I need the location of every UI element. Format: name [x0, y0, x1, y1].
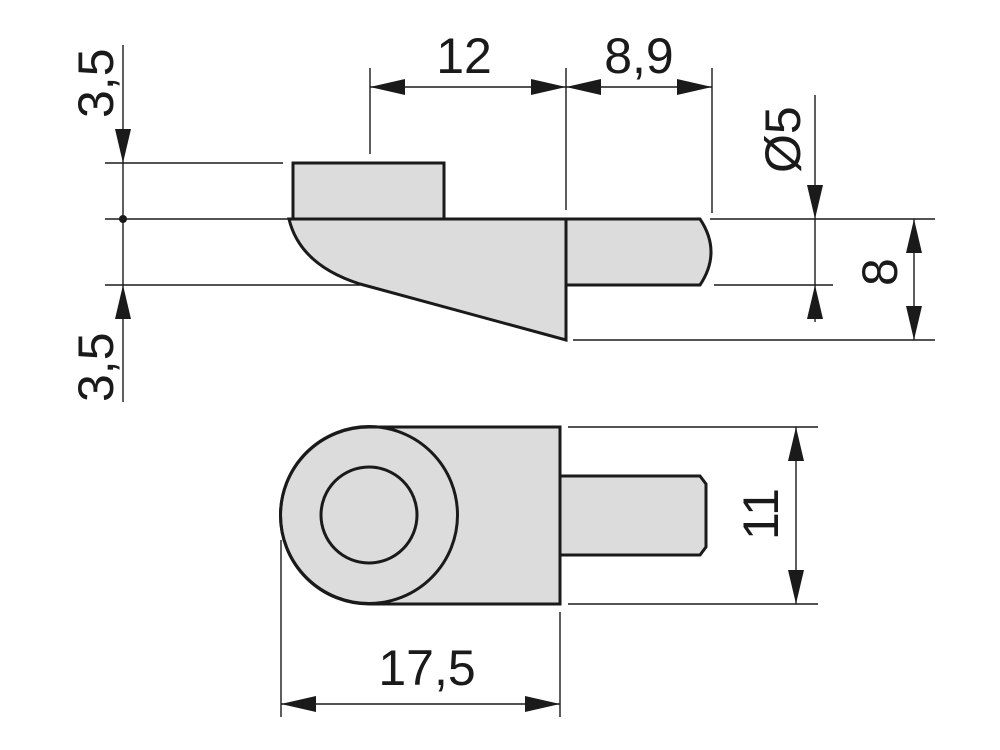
dimension-arrow [531, 79, 566, 95]
total-length-dimension: 17,5 [281, 640, 560, 712]
height-lower-label: 3,5 [68, 332, 124, 402]
dimension-arrow [788, 427, 804, 461]
side-view-body [287, 217, 568, 342]
dimension-arrow [807, 285, 823, 319]
top-view-boss-circle [279, 425, 459, 605]
side-view-top-tab [291, 161, 446, 221]
width-dimension: 11 [733, 427, 804, 604]
total-length-label: 17,5 [378, 640, 475, 696]
side-view-extension-lines [105, 68, 935, 341]
height-dimension: 3,5 3,5 [68, 45, 131, 402]
dimension-arrow [115, 285, 131, 319]
dimension-arrow [370, 79, 405, 95]
dimension-arrow [807, 185, 823, 219]
dimension-arrow [525, 696, 560, 712]
top-view [279, 425, 708, 606]
pin-offset-label: 8 [852, 258, 908, 286]
length-dimensions: 12 8,9 [370, 28, 712, 95]
pin-offset-dimension: 8 [852, 219, 922, 340]
dimension-arrow [566, 79, 601, 95]
dimension-arrow [115, 129, 131, 163]
top-view-pin [557, 474, 708, 557]
dimension-arrow [906, 219, 922, 253]
dimension-arrow [906, 306, 922, 340]
width-label: 11 [733, 488, 789, 540]
dimension-arrow [677, 79, 712, 95]
length-pin-label: 8,9 [604, 28, 674, 84]
length-top-label: 12 [436, 28, 492, 84]
pin-diameter-label: Ø5 [755, 106, 811, 173]
dimension-arrow [788, 570, 804, 604]
dimension-dot [119, 215, 127, 223]
dimension-arrow [281, 696, 316, 712]
top-view-hole-circle [319, 465, 419, 565]
height-upper-label: 3,5 [68, 48, 124, 118]
side-view-pin [564, 217, 713, 287]
side-view [287, 161, 713, 342]
top-view-extension-lines [280, 426, 818, 717]
pin-diameter-dimension: Ø5 [755, 95, 823, 322]
